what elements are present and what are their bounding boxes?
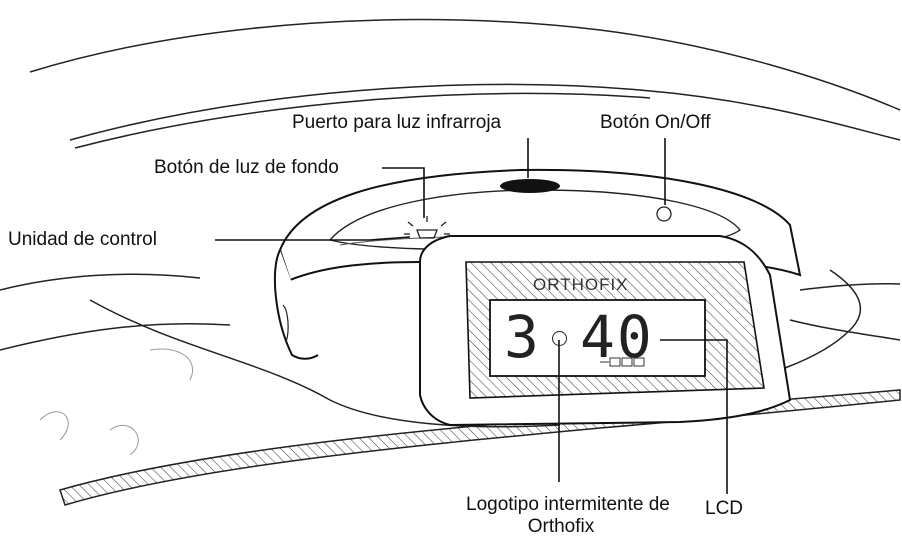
backlight-button-icon (404, 216, 450, 239)
battery-indicator (609, 357, 645, 367)
on-off-button-icon (656, 206, 672, 222)
lcd-digits-right: 40 (580, 303, 654, 371)
control-unit (273, 168, 802, 427)
ir-port-icon (500, 179, 560, 193)
label-flashing-logo: Logotipo intermitente de Orthofix (466, 494, 670, 538)
limb-outline (0, 18, 901, 351)
label-backlight-button: Botón de luz de fondo (154, 157, 339, 178)
flashing-logo-icon (552, 331, 567, 346)
label-lcd: LCD (705, 498, 744, 519)
device-brand: ORTHOFIX (533, 275, 629, 294)
label-on-off-button: Botón On/Off (600, 112, 711, 133)
label-flashing-logo-line2: Orthofix (527, 516, 595, 537)
leader-lines (215, 138, 728, 494)
lcd-digit-left: 3 (504, 303, 539, 371)
label-flashing-logo-line1: Logotipo intermitente de (466, 494, 670, 515)
lcd-screen (489, 299, 706, 377)
label-control-unit: Unidad de control (8, 229, 157, 250)
label-ir-port: Puerto para luz infrarroja (292, 112, 502, 133)
